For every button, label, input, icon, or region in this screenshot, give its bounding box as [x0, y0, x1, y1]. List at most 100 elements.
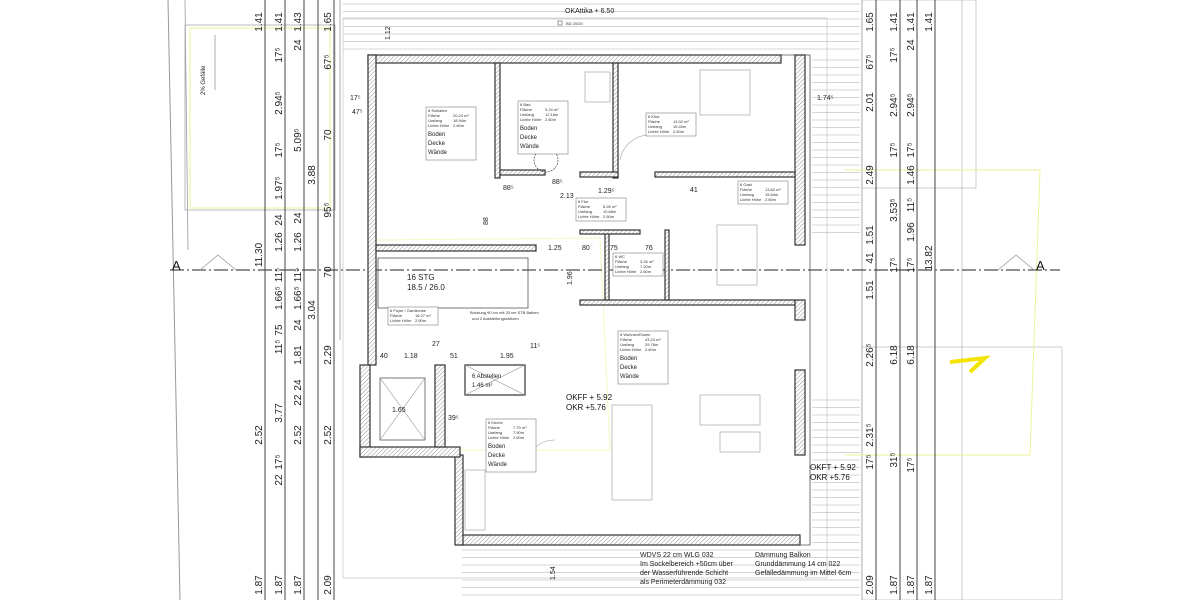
- dimension-label: 1.41: [889, 12, 900, 32]
- dimension-label: 24: [293, 319, 304, 331]
- room-perimeter: 18.94m: [453, 118, 467, 123]
- dimension-label: 24: [293, 379, 304, 391]
- dimension-lines: 1.4111.302.521.871.4117⁵2.94⁵17⁵1.97⁵241…: [254, 0, 936, 600]
- stair-steps: 16 STG: [407, 273, 435, 282]
- dimension-label: 95⁵: [323, 202, 334, 217]
- room-row-label: Boden: [620, 356, 637, 362]
- dimension-label: 22: [293, 394, 304, 406]
- room-row-label: Lichte Höhe: [615, 269, 637, 274]
- room-row-label: Lichte Höhe: [740, 197, 762, 202]
- dimension-label: 1.41: [906, 12, 917, 32]
- yellow-marker: [949, 355, 991, 374]
- dimension-label: 3.77: [274, 403, 285, 423]
- room-area: 7.79 m²: [513, 425, 527, 430]
- dimension-label: 2.52: [293, 425, 304, 445]
- dimension-label: 22: [274, 474, 285, 486]
- room-row-label: Fläche: [578, 204, 591, 209]
- inner-dimension-label: 1.25: [548, 245, 562, 252]
- dimension-label: 17⁵: [274, 454, 285, 469]
- room-row-label: Umfang: [620, 342, 634, 347]
- inner-dimension-label: 47⁵: [352, 109, 363, 116]
- room-height: 2.60m: [453, 123, 465, 128]
- room-area: 3.26 m²: [640, 259, 654, 264]
- dimension-label: 2.94⁵: [906, 93, 917, 117]
- wdvs-note-3: der Wasserführende Schicht: [640, 570, 728, 577]
- room-height: 2.60m: [673, 129, 685, 134]
- inner-dimension-label: 1.12: [385, 26, 392, 40]
- dimension-label: 75: [274, 324, 285, 336]
- room-row-label: Fläche: [428, 113, 441, 118]
- terrace-bottom: [462, 549, 860, 596]
- room-height: 2.60m: [545, 117, 557, 122]
- room-height: 2.60m: [603, 214, 615, 219]
- room-height: 2.60m: [640, 269, 652, 274]
- dimension-label: 1.41: [254, 12, 265, 32]
- dimension-label: 17⁵: [274, 47, 285, 62]
- room-name: 6 Schlafen: [428, 108, 447, 113]
- room-row-label: Decke: [488, 453, 506, 459]
- dimension-label: 70: [323, 266, 334, 278]
- room-row-label: Decke: [620, 365, 638, 371]
- inner-dimension-label: 76: [645, 245, 653, 252]
- room-perimeter: 12.16m: [545, 112, 559, 117]
- attika-level: OKAttika + 6.50: [565, 8, 614, 15]
- room-row-label: Wände: [428, 150, 448, 156]
- dimension-label: 1.96: [906, 222, 917, 242]
- dimension-label: 1.65: [865, 12, 876, 32]
- dimension-label: 11⁵: [274, 340, 285, 355]
- room-row-label: Lichte Höhe: [488, 435, 510, 440]
- wdvs-note-1: WDVS 22 cm WLG 032: [640, 552, 714, 559]
- annotations: OKAttika + 6.50 BD 20/20 2% Gefälle OKFF…: [201, 8, 856, 586]
- dimension-label: 1.43: [293, 12, 304, 32]
- dimension-label: 5.09⁵: [293, 128, 304, 152]
- room-perimeter: 7.90m: [513, 430, 525, 435]
- room-row-label: Decke: [520, 135, 538, 141]
- room-row-label: Decke: [428, 141, 446, 147]
- inner-dimension-label: 1.65: [392, 407, 406, 414]
- building-walls: [342, 17, 828, 579]
- room-perimeter: 7.20m: [640, 264, 652, 269]
- inner-dimension-label: 75: [610, 245, 618, 252]
- bd-tag: BD 20/20: [566, 21, 583, 26]
- room-name: 6 Wohnen/Essen: [620, 332, 650, 337]
- dimension-label: 2.09: [323, 575, 334, 595]
- room-row-label: Fläche: [620, 337, 633, 342]
- room-row-label: Wände: [620, 374, 640, 380]
- room-area: 14.02 m²: [673, 119, 689, 124]
- room-area: 13.62 m²: [765, 187, 781, 192]
- wdvs-note-4: als Perimeterdämmung 032: [640, 579, 726, 586]
- staircase: 16 STG 18.5 / 26.0 Brüstung 90 cm mit 20…: [377, 257, 539, 321]
- balcony-note-3: Gefälledämmung im Mittel 6cm: [755, 570, 852, 577]
- room-row-label: Umfang: [740, 192, 754, 197]
- dimension-label: 3.53⁵: [889, 198, 900, 222]
- dimension-label: 17⁵: [906, 457, 917, 472]
- dimension-label: 24: [293, 212, 304, 224]
- balcony-okr: OKR +5.76: [810, 473, 850, 482]
- inner-dimension-label: 2.13: [560, 193, 574, 200]
- room-perimeter: 15.40m: [673, 124, 687, 129]
- dimension-label: 11⁵: [906, 198, 917, 213]
- room-row-label: Boden: [488, 444, 505, 450]
- inner-dimension-label: 88⁵: [503, 185, 514, 192]
- inner-dimension-label: 39⁵: [448, 415, 459, 422]
- inner-dimension-label: 11⁵: [530, 343, 540, 350]
- room-name: 6 Küche: [488, 420, 503, 425]
- dimension-label: 24: [293, 39, 304, 51]
- room-perimeter: 15.64m: [765, 192, 779, 197]
- parapet-note-2: und 2 Aussteifungsstützen: [472, 316, 519, 321]
- room-row-label: Umfang: [615, 264, 629, 269]
- dimension-label: 17⁵: [889, 142, 900, 157]
- site-lines: [167, 0, 1063, 600]
- dimension-label: 2.29: [323, 345, 334, 365]
- room-name: 6 Flur: [578, 199, 589, 204]
- room-name: 6 WC: [615, 254, 625, 259]
- dimension-label: 1.65: [323, 12, 334, 32]
- dimension-label: 17⁵: [865, 454, 876, 469]
- dimension-label: 17⁵: [906, 257, 917, 272]
